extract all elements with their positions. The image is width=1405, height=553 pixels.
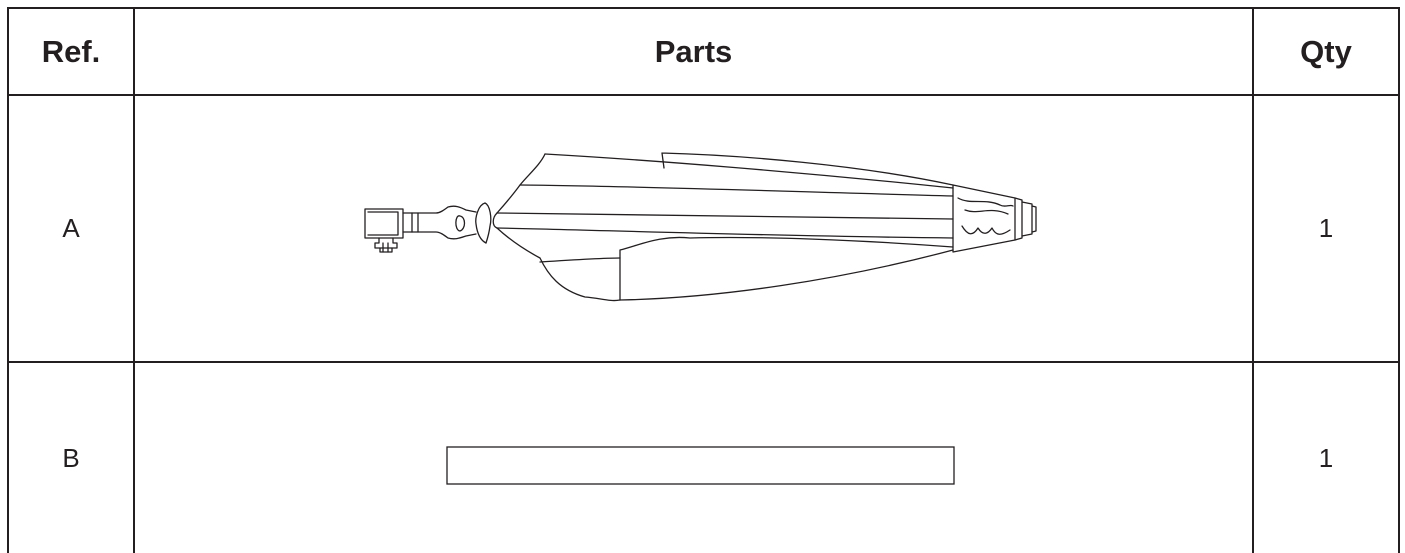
row-b-ref: B <box>62 442 80 473</box>
row-divider <box>7 361 1400 363</box>
row-a-ref: A <box>62 213 80 243</box>
row-a-qty: 1 <box>1318 213 1334 243</box>
header-ref: Ref. <box>41 33 101 69</box>
column-divider-ref <box>133 7 135 553</box>
table-border-right <box>1398 7 1400 553</box>
header-parts: Parts <box>654 33 733 69</box>
bar-icon <box>446 446 955 485</box>
table-border-left <box>7 7 9 553</box>
table-border-top <box>7 7 1400 9</box>
header-divider <box>7 94 1400 96</box>
umbrella-icon <box>364 152 1037 302</box>
column-divider-qty <box>1252 7 1254 553</box>
row-b-qty: 1 <box>1318 442 1334 473</box>
header-qty: Qty <box>1300 33 1352 69</box>
